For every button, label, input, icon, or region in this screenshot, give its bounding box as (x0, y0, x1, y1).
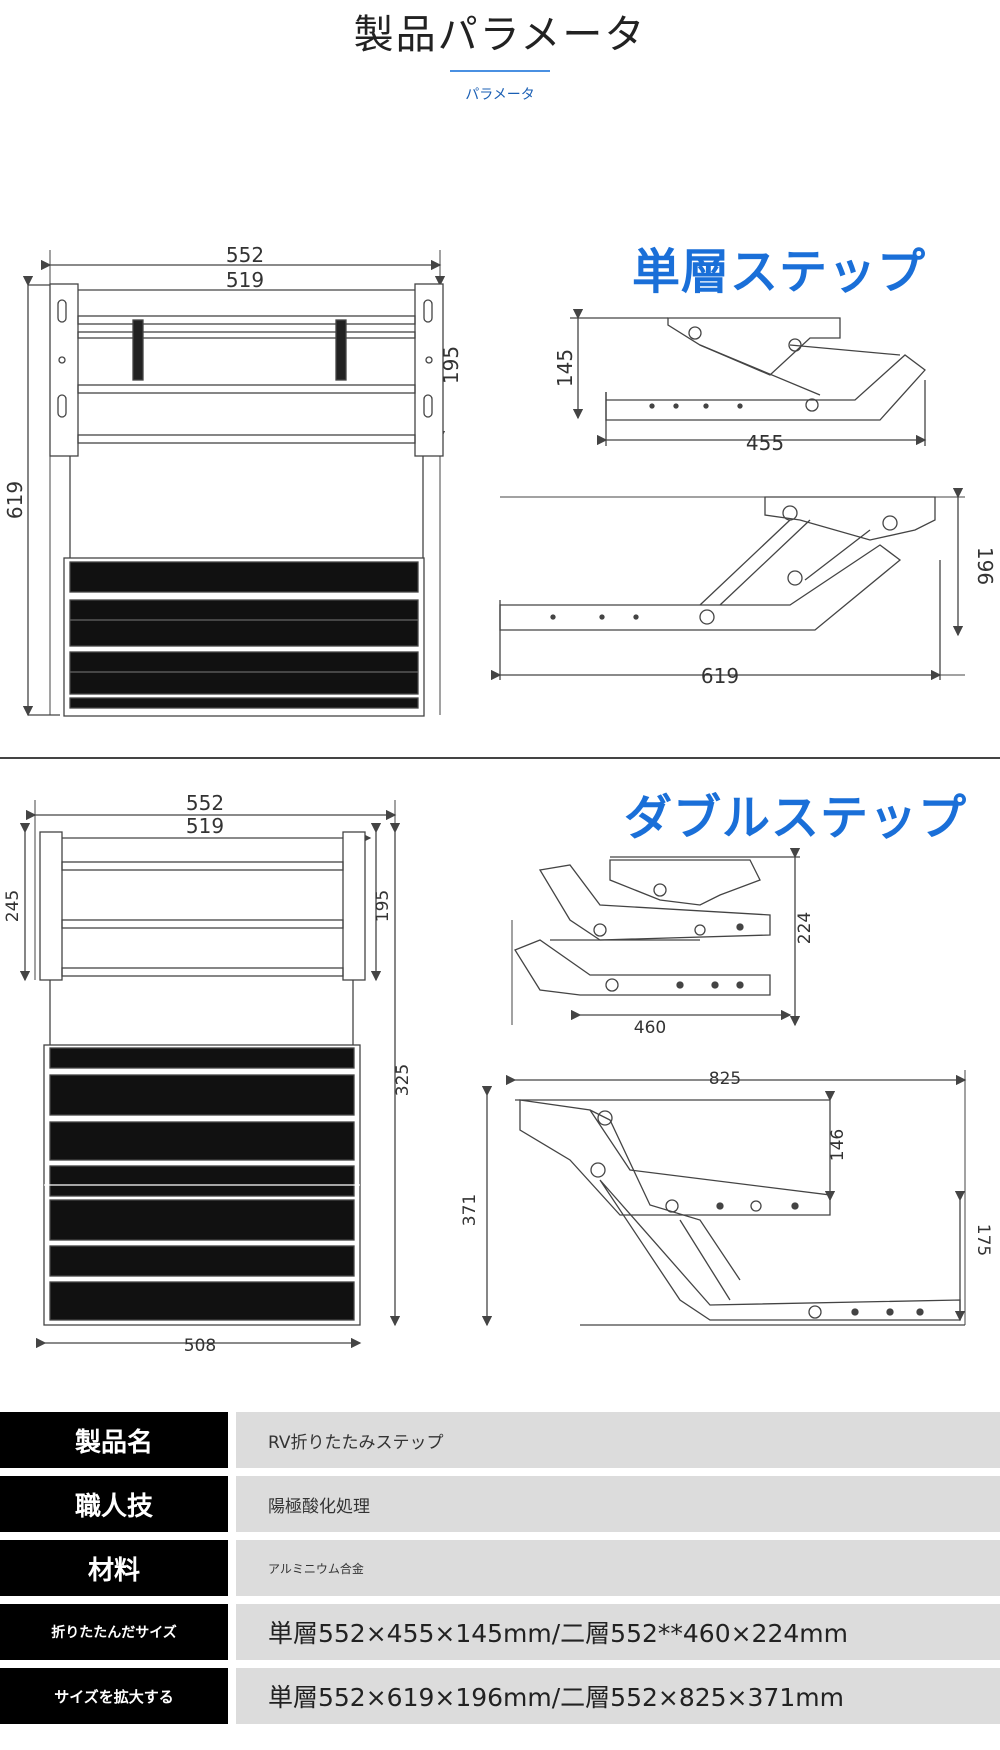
single-step-heading: 単層ステップ (632, 244, 927, 300)
dim-double-width-outer: 552 (186, 791, 224, 815)
dim-single-folded-height: 145 (553, 349, 577, 387)
double-side-folded (511, 847, 801, 1027)
spec-value: 単層552×619×196mm/二層552×825×371mm (236, 1668, 1000, 1724)
spec-row-folded-size: 折りたたんだサイズ 単層552×455×145mm/二層552**460×224… (0, 1604, 1000, 1660)
page-subtitle: パラメータ (465, 87, 535, 103)
spec-label: 材料 (0, 1540, 228, 1596)
spec-label: サイズを拡大する (0, 1668, 228, 1724)
spec-row-expanded-size: サイズを拡大する 単層552×619×196mm/二層552×825×371mm (0, 1668, 1000, 1724)
dim-double-height-total: 325 (393, 1064, 413, 1096)
dim-double-width-bottom: 508 (184, 1336, 216, 1356)
subtitle-rule (450, 70, 550, 72)
dim-single-open-height: 196 (973, 547, 997, 585)
dim-double-height-left: 245 (3, 890, 23, 922)
page-title: 製品パラメータ (353, 12, 647, 58)
spec-value: アルミニウム合金 (236, 1540, 1000, 1596)
dim-double-open-total: 371 (460, 1194, 480, 1226)
dim-double-open-length: 825 (709, 1069, 741, 1089)
spec-value: 陽極酸化処理 (236, 1476, 1000, 1532)
spec-row-product-name: 製品名 RV折りたたみステップ (0, 1412, 1000, 1468)
dim-single-width-outer: 552 (226, 243, 264, 267)
double-side-open (481, 1070, 967, 1327)
section-divider (0, 757, 1000, 759)
spec-row-material: 材料 アルミニウム合金 (0, 1540, 1000, 1596)
dim-single-height-total: 619 (3, 481, 27, 519)
spec-value: 単層552×455×145mm/二層552**460×224mm (236, 1604, 1000, 1660)
dim-single-folded-length: 455 (746, 431, 784, 455)
dim-single-width-inner: 519 (226, 268, 264, 292)
dim-double-open-step2: 175 (973, 1224, 993, 1256)
spec-label: 製品名 (0, 1412, 228, 1468)
dim-double-folded-length: 460 (634, 1018, 666, 1038)
dim-single-open-length: 619 (701, 664, 739, 688)
dim-double-width-inner: 519 (186, 814, 224, 838)
double-step-heading: ダブルステップ (624, 790, 968, 846)
spec-label: 折りたたんだサイズ (0, 1604, 228, 1660)
spec-value: RV折りたたみステップ (236, 1412, 1000, 1468)
single-side-folded (570, 308, 927, 446)
dim-double-folded-height: 224 (795, 912, 815, 944)
dim-double-height-top: 195 (373, 890, 393, 922)
technical-drawings: 552 519 619 195 145 455 196 619 552 519 … (3, 243, 997, 1356)
single-front-view (22, 250, 446, 717)
single-side-open (490, 487, 965, 681)
dim-double-open-step1: 146 (828, 1129, 848, 1161)
spec-label: 職人技 (0, 1476, 228, 1532)
dim-single-height-top: 195 (439, 346, 463, 384)
spec-row-craftsmanship: 職人技 陽極酸化処理 (0, 1476, 1000, 1532)
double-front-view (19, 800, 401, 1349)
